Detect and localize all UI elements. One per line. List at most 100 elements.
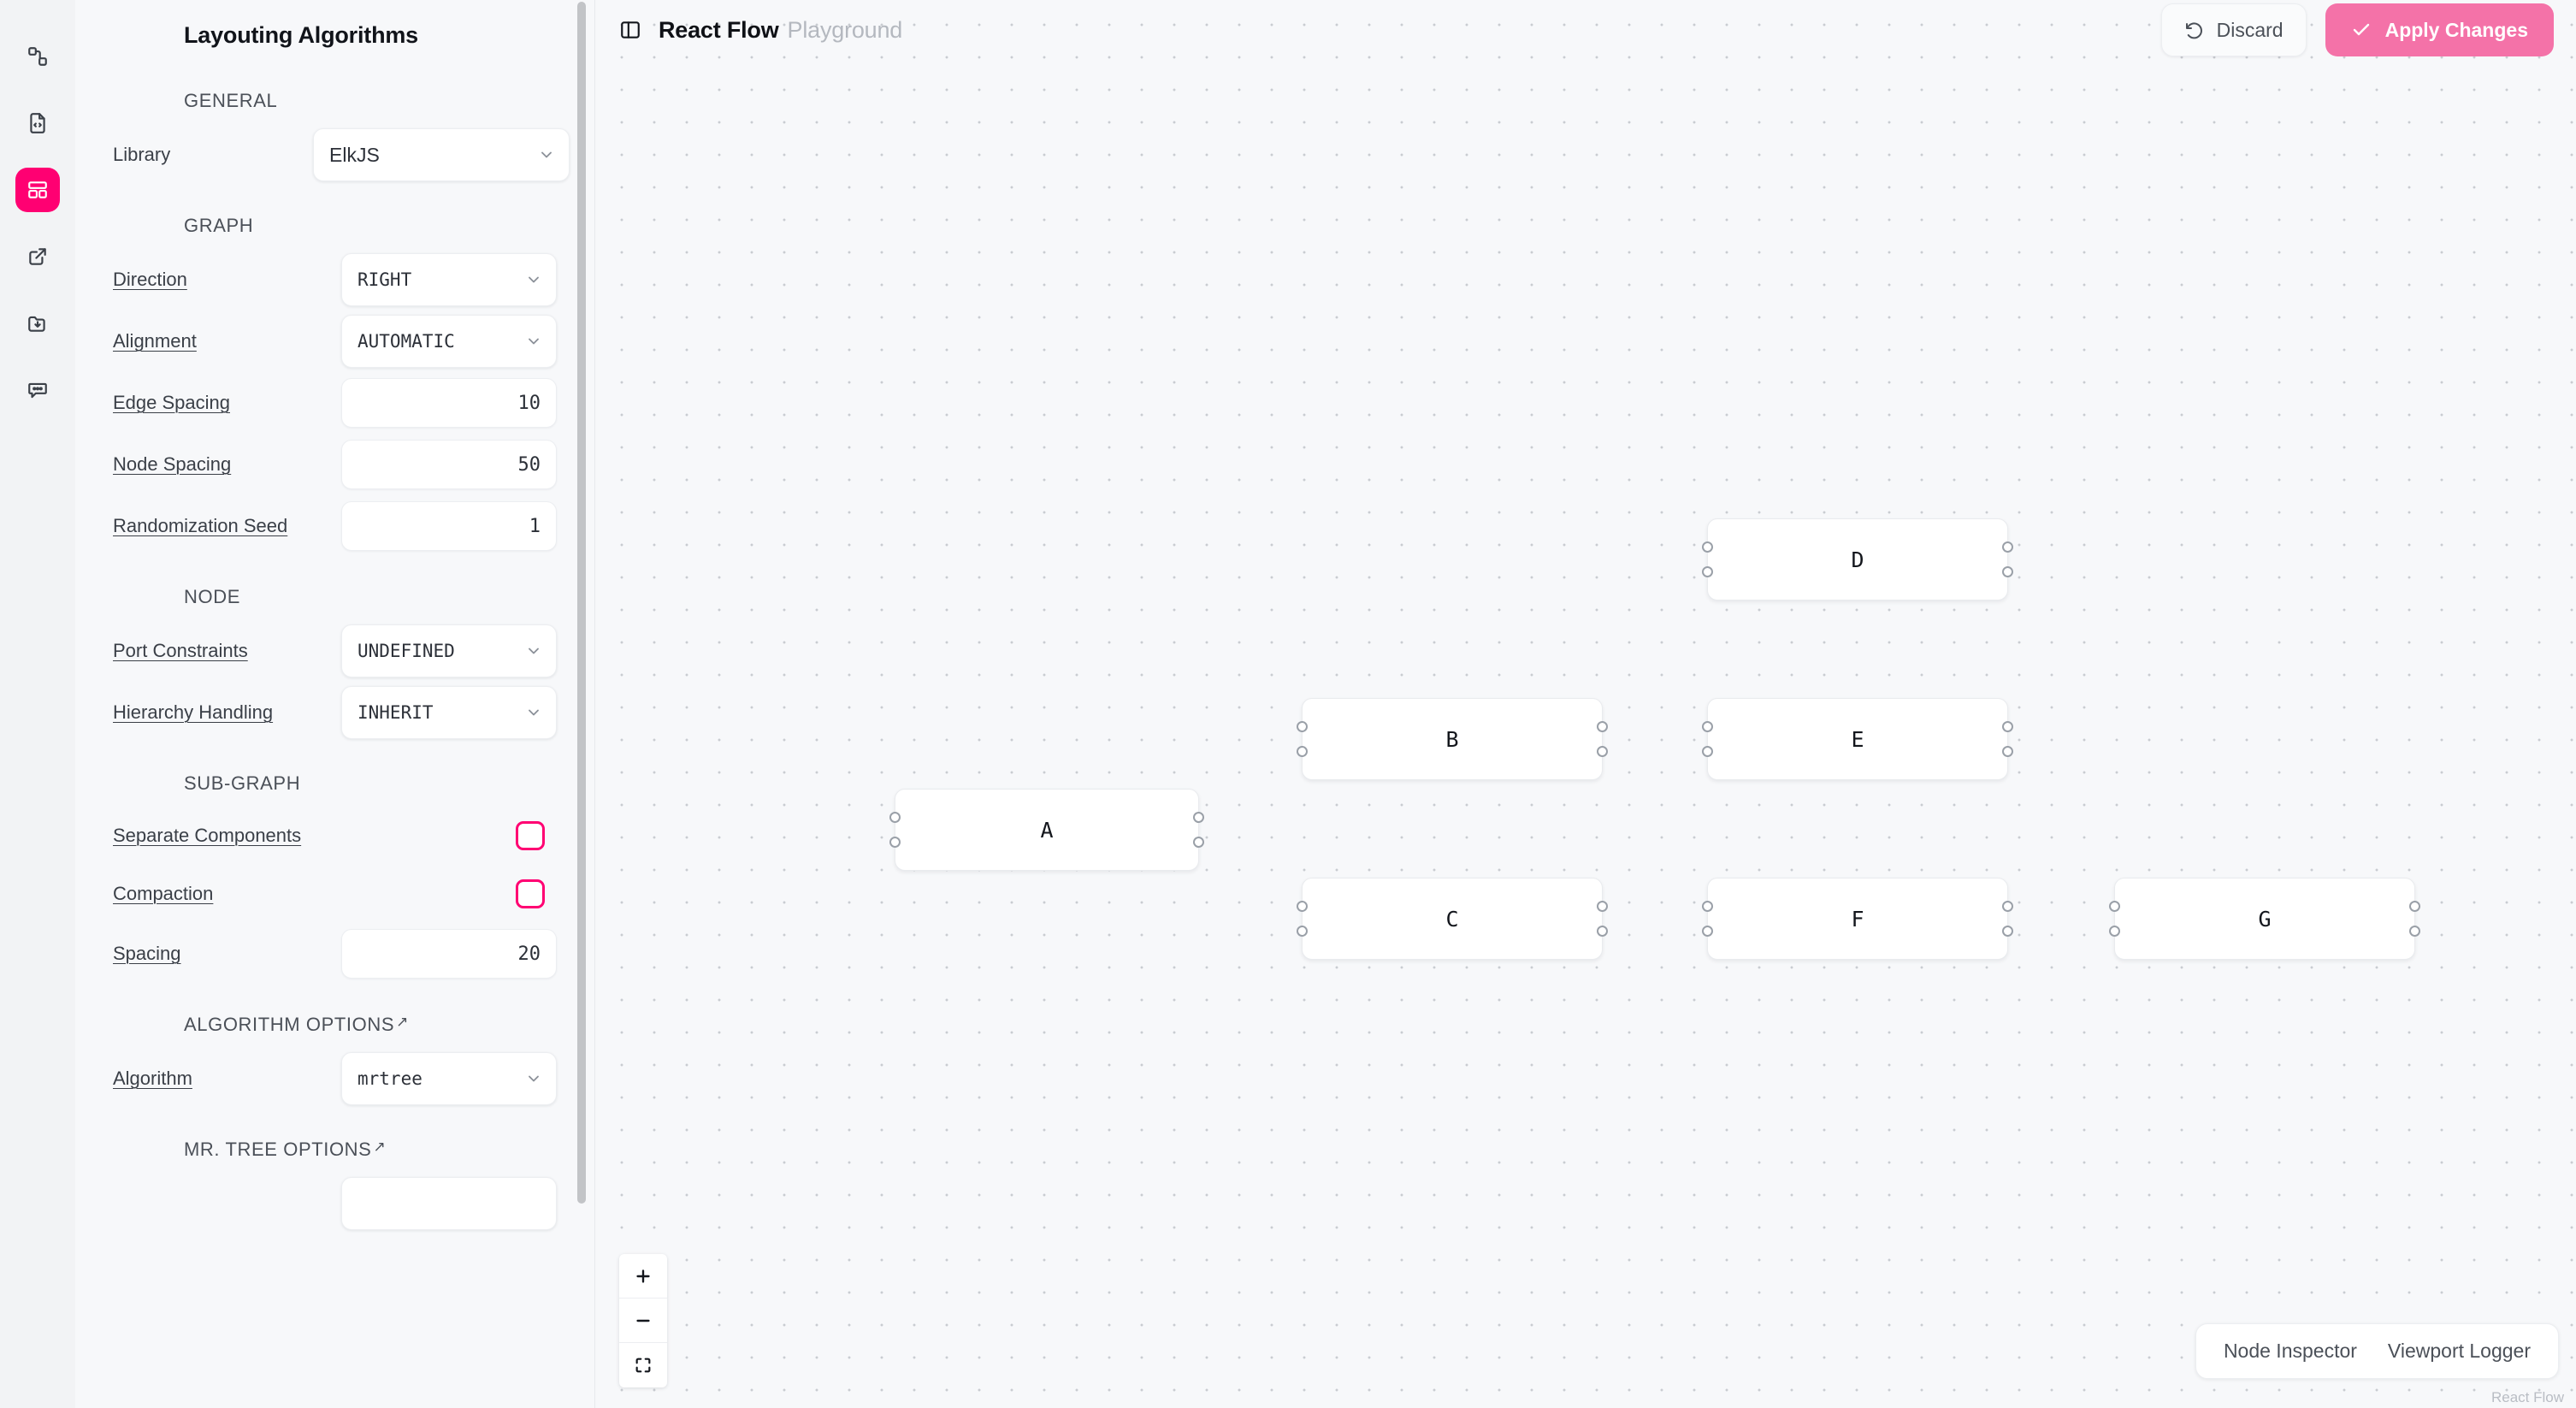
apply-changes-button[interactable]: Apply Changes (2325, 3, 2554, 56)
alignment-value: AUTOMATIC (357, 331, 455, 352)
flow-node-C[interactable]: C (1297, 878, 1608, 960)
flow-node-A[interactable]: A (889, 789, 1204, 871)
node-handle[interactable] (1702, 746, 1713, 757)
node-handle[interactable] (2002, 541, 2013, 553)
node-handle[interactable] (1597, 926, 1608, 937)
hierarchy-handling-select[interactable]: INHERIT (341, 686, 557, 739)
node-handle[interactable] (2109, 926, 2120, 937)
mr-tree-option-select[interactable] (341, 1177, 557, 1230)
node-spacing-label[interactable]: Node Spacing (113, 453, 232, 475)
brand-name: React Flow (659, 16, 779, 43)
randomization-seed-input[interactable]: 1 (341, 501, 557, 551)
compaction-label[interactable]: Compaction (113, 883, 214, 904)
node-handle[interactable] (1297, 901, 1308, 912)
panel-scrollbar[interactable] (577, 0, 586, 1408)
node-handle[interactable] (1702, 721, 1713, 732)
node-handle[interactable] (1702, 901, 1713, 912)
edge-spacing-input[interactable]: 10 (341, 378, 557, 428)
spacing-input[interactable]: 20 (341, 929, 557, 979)
port-constraints-select[interactable]: UNDEFINED (341, 624, 557, 677)
node-handle[interactable] (1297, 926, 1308, 937)
field-row-port-constraints: Port Constraints UNDEFINED (113, 620, 557, 682)
check-icon (2351, 20, 2372, 40)
flow-node-label: F (1851, 906, 1864, 932)
direction-select[interactable]: RIGHT (341, 253, 557, 306)
flow-node-D[interactable]: D (1702, 518, 2013, 600)
node-handle[interactable] (1193, 837, 1204, 848)
section-mr-tree-options-label[interactable]: MR. TREE OPTIONS ↗ (184, 1139, 387, 1160)
flow-node-F[interactable]: F (1702, 878, 2013, 960)
alignment-select[interactable]: AUTOMATIC (341, 315, 557, 368)
code-file-icon (27, 112, 49, 134)
flow-node-label: D (1851, 547, 1864, 572)
brand-subtitle: Playground (787, 16, 903, 43)
node-handle[interactable] (1297, 721, 1308, 732)
node-handle[interactable] (889, 837, 901, 848)
nodes-graph-icon (27, 45, 49, 68)
sidebar-item-graph[interactable] (15, 34, 60, 79)
algorithm-label[interactable]: Algorithm (113, 1068, 192, 1089)
flow-node-E[interactable]: E (1702, 698, 2013, 780)
zoom-out-button[interactable] (619, 1299, 667, 1343)
node-handle[interactable] (2002, 566, 2013, 577)
node-handle[interactable] (1297, 746, 1308, 757)
node-spacing-input[interactable]: 50 (341, 440, 557, 489)
spacing-label[interactable]: Spacing (113, 943, 181, 964)
node-handle[interactable] (1702, 541, 1713, 553)
algorithm-select[interactable]: mrtree (341, 1052, 557, 1105)
node-handle[interactable] (889, 812, 901, 823)
fit-view-button[interactable] (619, 1343, 667, 1387)
separate-components-checkbox[interactable] (516, 821, 545, 850)
node-handle[interactable] (2002, 901, 2013, 912)
chevron-down-icon (525, 333, 542, 350)
external-arrow-icon: ↗ (396, 1014, 409, 1030)
alignment-label[interactable]: Alignment (113, 330, 197, 352)
discard-label: Discard (2216, 18, 2284, 41)
icon-rail (0, 0, 75, 1408)
node-handle[interactable] (1597, 901, 1608, 912)
discard-button[interactable]: Discard (2160, 3, 2307, 56)
node-handle[interactable] (2002, 721, 2013, 732)
port-constraints-label[interactable]: Port Constraints (113, 640, 248, 661)
node-handle[interactable] (2409, 901, 2420, 912)
flow-canvas[interactable]: React Flow Playground Discard (595, 0, 2576, 1408)
sidebar-item-comments[interactable] (15, 368, 60, 412)
chevron-down-icon (538, 146, 555, 163)
panel-toggle-icon[interactable] (614, 14, 647, 46)
compaction-checkbox[interactable] (516, 879, 545, 908)
settings-panel: Layouting Algorithms GENERAL Library Elk… (75, 0, 595, 1408)
hierarchy-handling-value: INHERIT (357, 702, 434, 723)
direction-label[interactable]: Direction (113, 269, 187, 290)
node-handle[interactable] (1597, 746, 1608, 757)
node-handle[interactable] (2109, 901, 2120, 912)
panel-scrollbar-thumb[interactable] (577, 2, 586, 1204)
section-algorithm-options-label[interactable]: ALGORITHM OPTIONS ↗ (184, 1014, 409, 1035)
node-handle[interactable] (2409, 926, 2420, 937)
sidebar-item-download[interactable] (15, 301, 60, 346)
undo-icon (2184, 20, 2205, 40)
edge-spacing-label[interactable]: Edge Spacing (113, 392, 230, 413)
hierarchy-handling-label[interactable]: Hierarchy Handling (113, 701, 274, 723)
field-row-edge-spacing: Edge Spacing 10 (113, 372, 557, 434)
node-handle[interactable] (2002, 926, 2013, 937)
sidebar-item-code[interactable] (15, 101, 60, 145)
separate-components-label[interactable]: Separate Components (113, 825, 302, 846)
flow-node-label: B (1445, 726, 1459, 752)
node-handle[interactable] (2002, 746, 2013, 757)
node-handle[interactable] (1597, 721, 1608, 732)
sidebar-item-layout[interactable] (15, 168, 60, 212)
node-handle[interactable] (1193, 812, 1204, 823)
flow-node-B[interactable]: B (1297, 698, 1608, 780)
node-handle[interactable] (1702, 926, 1713, 937)
node-inspector-toggle[interactable]: Node Inspector (2223, 1340, 2357, 1362)
canvas-controls (619, 1254, 667, 1387)
flow-node-G[interactable]: G (2109, 878, 2420, 960)
library-select[interactable]: ElkJS (313, 128, 570, 181)
zoom-in-button[interactable] (619, 1254, 667, 1299)
node-handle[interactable] (1702, 566, 1713, 577)
section-subgraph-label: SUB-GRAPH (184, 772, 301, 794)
sidebar-item-open-external[interactable] (15, 234, 60, 279)
viewport-logger-toggle[interactable]: Viewport Logger (2387, 1340, 2531, 1362)
randomization-seed-label[interactable]: Randomization Seed (113, 515, 288, 536)
field-row-separate-components: Separate Components (113, 807, 557, 865)
